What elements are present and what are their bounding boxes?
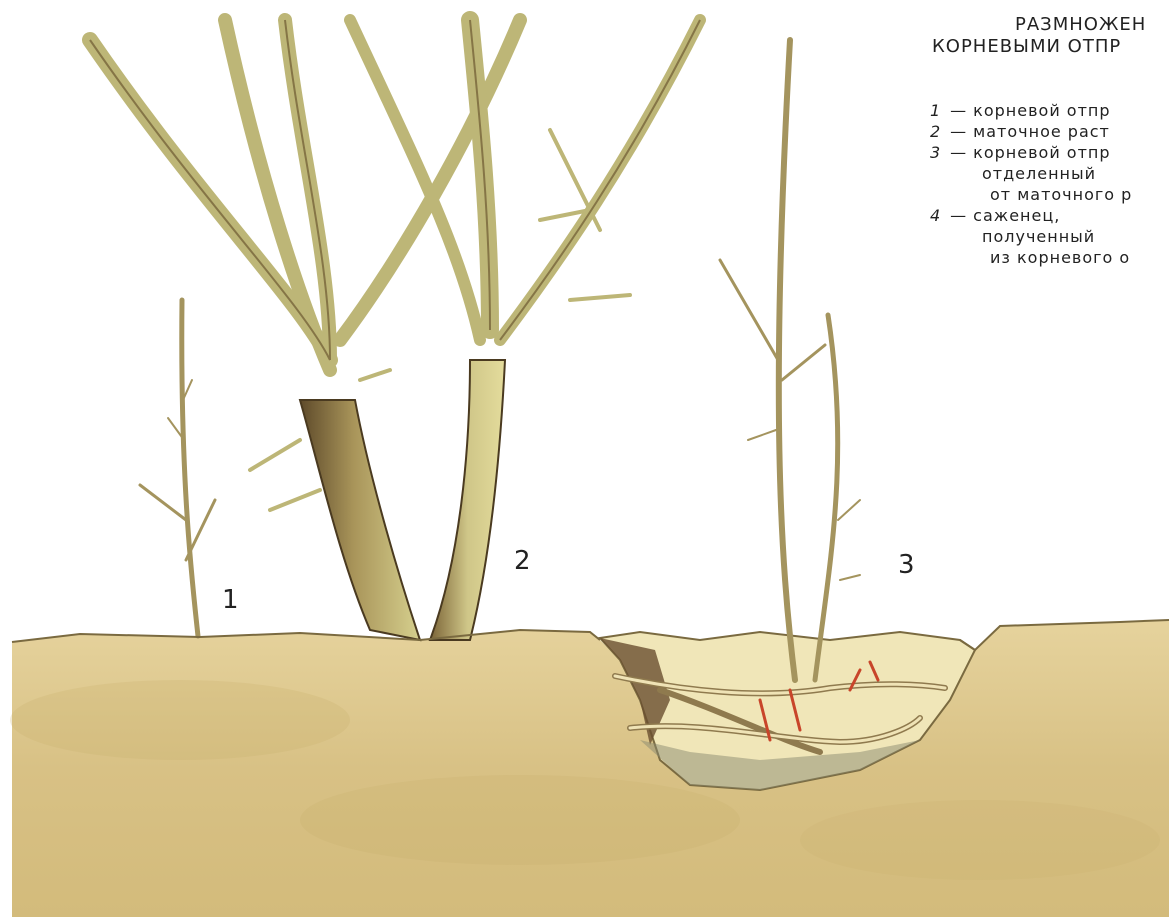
figure-caption: РАЗМНОЖЕН КОРНЕВЫМИ ОТПР — [932, 14, 1169, 58]
caption-line-2: КОРНЕВЫМИ ОТПР — [932, 36, 1169, 58]
plant-3-separated-shoot — [720, 40, 860, 680]
soil-shade — [300, 775, 740, 865]
legend-item: полученный — [930, 226, 1169, 247]
trunk-left — [300, 400, 420, 640]
legend-item: 3 — корневой отпр — [930, 142, 1169, 163]
legend: 1 — корневой отпр 2 — маточное раст 3 — … — [930, 100, 1169, 268]
legend-item: отделенный — [930, 163, 1169, 184]
legend-item: от маточного р — [930, 184, 1169, 205]
legend-item: 2 — маточное раст — [930, 121, 1169, 142]
plant-1-root-shoot — [140, 300, 215, 636]
label-3: 3 — [898, 550, 915, 580]
trunk-right — [430, 360, 505, 640]
label-2: 2 — [514, 546, 531, 576]
legend-item: 1 — корневой отпр — [930, 100, 1169, 121]
legend-item: 4 — саженец, — [930, 205, 1169, 226]
legend-item: из корневого о — [930, 247, 1169, 268]
label-1: 1 — [222, 585, 239, 615]
soil-shade — [10, 680, 350, 760]
caption-line-1: РАЗМНОЖЕН — [932, 14, 1169, 36]
soil-shade — [800, 800, 1160, 880]
